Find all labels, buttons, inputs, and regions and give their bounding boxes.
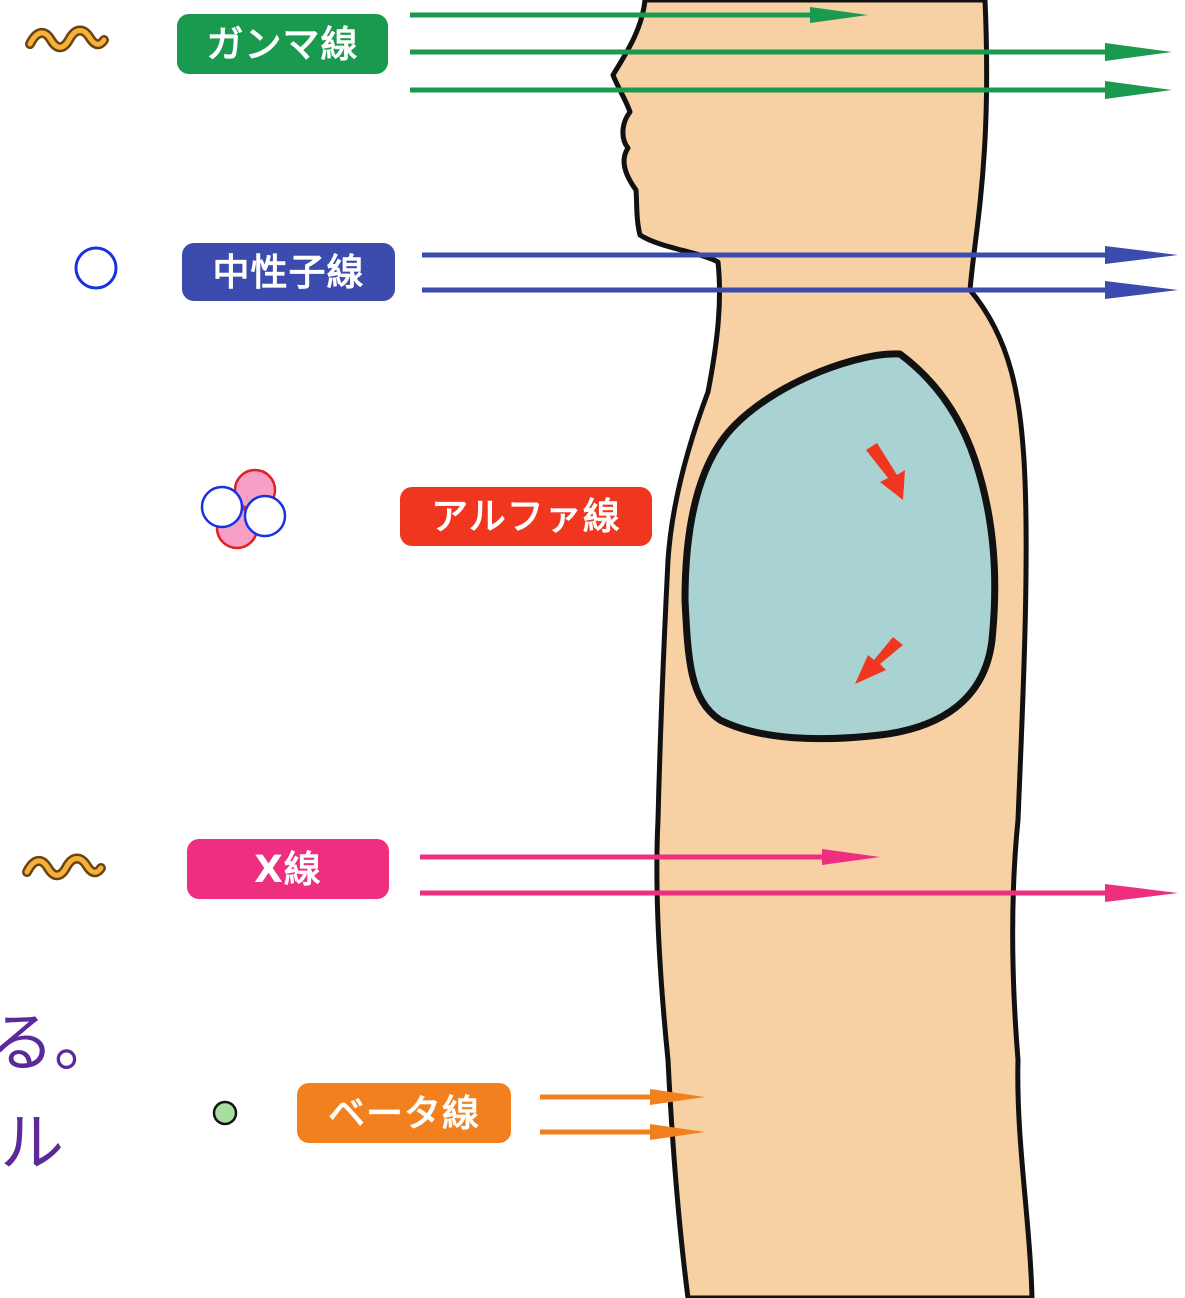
beta-ray-label: ベータ線 — [297, 1083, 511, 1143]
neutron-circle-icon — [76, 248, 116, 288]
alpha-ray-label: アルファ線 — [400, 487, 652, 546]
partial-text-line-1: る。 — [0, 1012, 118, 1076]
helium-nucleus-icon — [202, 470, 285, 548]
xray-wavy-squiggle-icon — [27, 859, 101, 876]
neutron-ray-label: 中性子線 — [182, 243, 395, 301]
x-ray-label: X線 — [187, 839, 389, 899]
gamma-ray-label: ガンマ線 — [177, 14, 388, 74]
partial-text-line-2: ル — [0, 1112, 64, 1176]
gamma-wavy-squiggle-icon — [30, 31, 104, 48]
electron-dot-icon — [214, 1102, 236, 1124]
